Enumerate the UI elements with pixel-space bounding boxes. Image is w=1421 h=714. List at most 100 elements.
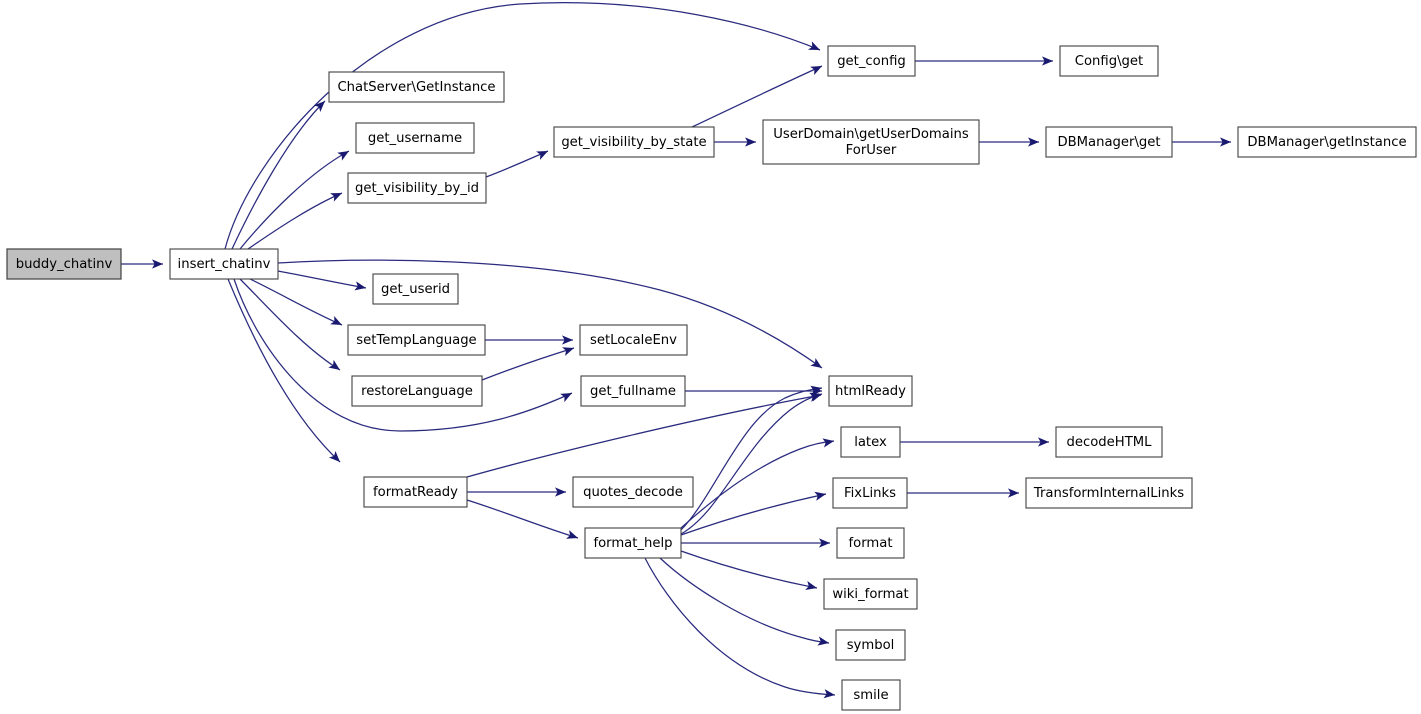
arrowhead: [354, 281, 366, 291]
node-label: wiki_format: [832, 587, 908, 602]
node-label: get_visibility_by_state: [561, 135, 706, 150]
arrowhead: [810, 385, 822, 395]
node-latex[interactable]: latex: [840, 426, 901, 458]
node-box[interactable]: [1025, 477, 1193, 509]
node-settemplanguage[interactable]: setTempLanguage: [347, 324, 486, 356]
node-symbol[interactable]: symbol: [835, 629, 906, 661]
node-label: setTempLanguage: [356, 333, 476, 348]
node-label: smile: [853, 688, 888, 703]
arrowhead: [1008, 488, 1019, 498]
node-box[interactable]: [828, 375, 913, 407]
arrowhead: [810, 66, 822, 75]
node-get-config[interactable]: get_config: [827, 45, 916, 77]
node-box[interactable]: [832, 477, 908, 509]
node-box[interactable]: [840, 426, 901, 458]
node-label: FixLinks: [844, 486, 896, 501]
node-label: restoreLanguage: [361, 384, 473, 399]
edge-insert-chatinv-to-settemplanguage: [249, 278, 343, 326]
node-restorelanguage[interactable]: restoreLanguage: [351, 375, 483, 407]
node-box[interactable]: [1055, 426, 1163, 458]
node-box[interactable]: [579, 324, 688, 356]
node-box[interactable]: [363, 476, 468, 508]
arrowhead: [814, 491, 826, 501]
node-box[interactable]: [1045, 126, 1173, 158]
arrowhead: [817, 636, 829, 646]
edge-get-visibility-by-state-to-get-config: [691, 65, 823, 128]
node-label: UserDomain\getUserDomains: [773, 127, 969, 142]
arrowhead: [536, 151, 548, 160]
node-get-visibility-by-state[interactable]: get_visibility_by_state: [553, 126, 715, 158]
edge-insert-chatinv-to-htmlready: [277, 259, 823, 369]
node-format-help[interactable]: format_help: [584, 527, 682, 559]
node-box[interactable]: [1059, 45, 1159, 77]
node-label: ChatServer\GetInstance: [337, 80, 495, 95]
node-buddy-chatinv[interactable]: buddy_chatinv: [6, 248, 122, 280]
edge-insert-chatinv-to-get-visibility-by-id: [247, 192, 343, 250]
node-label: get_username: [368, 131, 462, 146]
node-label: get_userid: [381, 282, 450, 297]
node-transforminternallinks[interactable]: TransformInternalLinks: [1025, 477, 1193, 509]
edge-get-visibility-by-id-to-get-visibility-by-state: [485, 150, 549, 178]
node-format[interactable]: format: [836, 527, 905, 559]
arrowhead: [330, 193, 342, 202]
edge-format-help-to-htmlready: [680, 393, 823, 535]
node-box[interactable]: [836, 527, 905, 559]
node-box[interactable]: [841, 679, 901, 711]
node-dbmanager-getinstance[interactable]: DBManager\getInstance: [1237, 126, 1417, 158]
node-dbmanager-get[interactable]: DBManager\get: [1045, 126, 1173, 158]
arrowhead: [805, 581, 817, 591]
arrowhead: [1028, 137, 1039, 147]
node-get-username[interactable]: get_username: [355, 122, 475, 154]
arrowhead: [819, 538, 830, 548]
edge-format-help-to-latex: [680, 440, 835, 529]
node-box[interactable]: [1237, 126, 1417, 158]
node-label: quotes_decode: [583, 485, 683, 500]
node-htmlready[interactable]: htmlReady: [828, 375, 913, 407]
node-label: symbol: [847, 638, 895, 653]
node-box[interactable]: [328, 71, 505, 103]
node-get-fullname[interactable]: get_fullname: [580, 375, 686, 407]
node-box[interactable]: [372, 273, 459, 305]
node-box[interactable]: [823, 578, 918, 610]
edge-formatready-to-htmlready: [466, 394, 822, 478]
node-setlocaleenv[interactable]: setLocaleEnv: [579, 324, 688, 356]
node-label: insert_chatinv: [178, 257, 271, 272]
node-get-userid[interactable]: get_userid: [372, 273, 459, 305]
node-insert-chatinv[interactable]: insert_chatinv: [169, 248, 279, 280]
node-formatready[interactable]: formatReady: [363, 476, 468, 508]
node-label: get_fullname: [590, 384, 676, 399]
node-quotes-decode[interactable]: quotes_decode: [572, 476, 694, 508]
arrowhead: [562, 347, 574, 356]
node-config-get[interactable]: Config\get: [1059, 45, 1159, 77]
node-smile[interactable]: smile: [841, 679, 901, 711]
node-box[interactable]: [347, 172, 487, 204]
node-box[interactable]: [827, 45, 916, 77]
node-box[interactable]: [6, 248, 122, 280]
node-label: format: [849, 536, 893, 551]
node-decodehtml[interactable]: decodeHTML: [1055, 426, 1163, 458]
node-box[interactable]: [347, 324, 486, 356]
node-fixlinks[interactable]: FixLinks: [832, 477, 908, 509]
node-box[interactable]: [572, 476, 694, 508]
arrowhead: [823, 689, 835, 699]
node-wiki-format[interactable]: wiki_format: [823, 578, 918, 610]
node-box[interactable]: [762, 119, 980, 165]
node-box[interactable]: [553, 126, 715, 158]
edge-format-help-to-smile: [644, 557, 836, 696]
node-box[interactable]: [835, 629, 906, 661]
node-layer: buddy_chatinv insert_chatinv ChatServer\Ge…: [6, 45, 1417, 711]
node-get-visibility-by-id[interactable]: get_visibility_by_id: [347, 172, 487, 204]
edge-format-help-to-htmlready: [680, 387, 823, 531]
node-box[interactable]: [351, 375, 483, 407]
node-label: get_visibility_by_id: [355, 181, 479, 196]
node-chatserver-getinstance[interactable]: ChatServer\GetInstance: [328, 71, 505, 103]
node-label: latex: [854, 435, 887, 450]
node-box[interactable]: [355, 122, 475, 154]
node-box[interactable]: [584, 527, 682, 559]
arrowhead: [808, 41, 820, 50]
node-label: DBManager\get: [1057, 135, 1160, 150]
arrowhead: [152, 259, 163, 269]
node-box[interactable]: [169, 248, 279, 280]
node-box[interactable]: [580, 375, 686, 407]
